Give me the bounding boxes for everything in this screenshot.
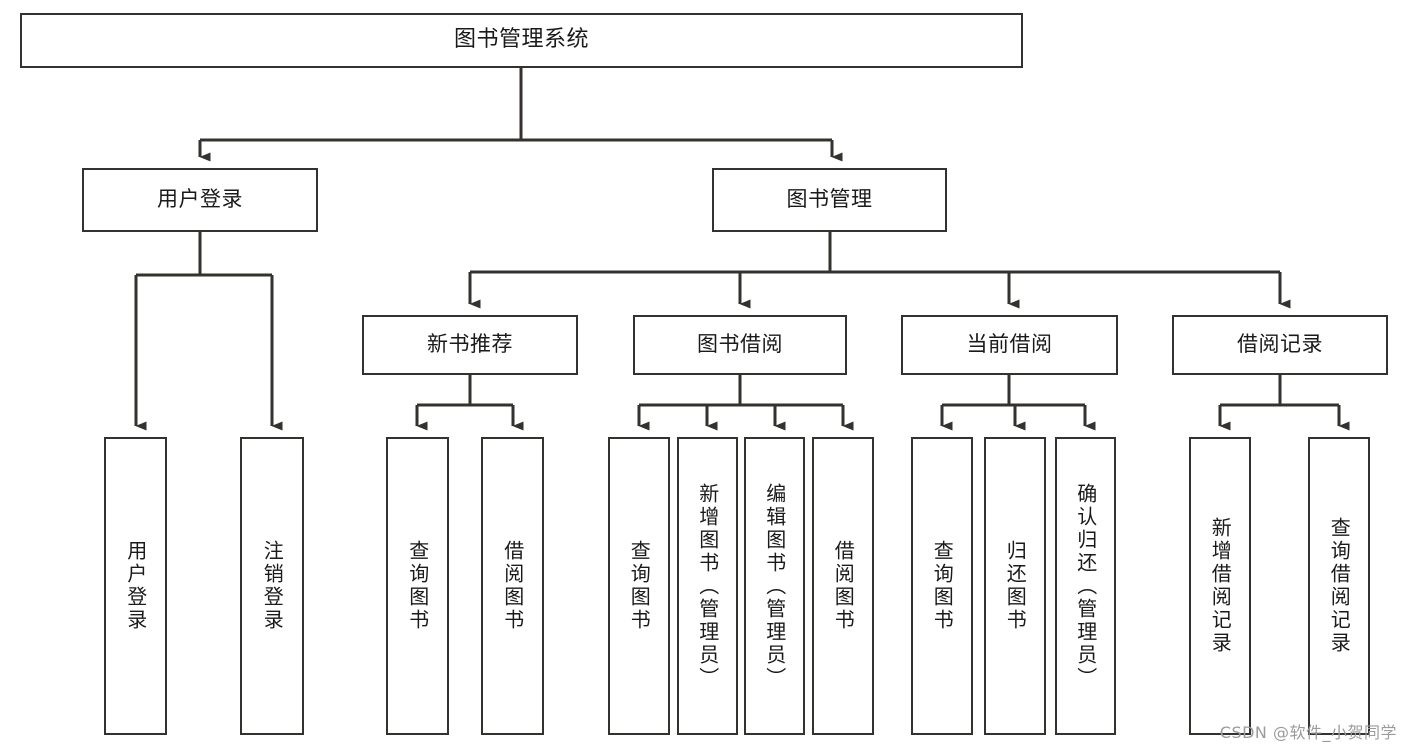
node-borrow-record-label: 借阅记录 [1237, 332, 1323, 357]
node-leaf-add-record[interactable]: 新增借阅记录 [1189, 437, 1251, 735]
node-leaf-query-record[interactable]: 查询借阅记录 [1308, 437, 1370, 735]
node-borrow-record[interactable]: 借阅记录 [1172, 315, 1388, 375]
node-leaf-add-record-label: 新增借阅记录 [1208, 517, 1233, 655]
node-leaf-query-record-label: 查询借阅记录 [1327, 517, 1352, 655]
node-new-book-recommend[interactable]: 新书推荐 [362, 315, 578, 375]
node-leaf-borrow-book-1-label: 借阅图书 [500, 540, 525, 632]
node-book-borrow-label: 图书借阅 [697, 332, 783, 357]
node-leaf-user-logout-label: 注销登录 [260, 540, 285, 632]
node-root[interactable]: 图书管理系统 [20, 13, 1023, 68]
node-book-borrow[interactable]: 图书借阅 [633, 315, 847, 375]
node-leaf-confirm-return-label: 确认归还（管理员） [1073, 482, 1098, 690]
node-book-manage[interactable]: 图书管理 [712, 168, 947, 232]
node-leaf-add-book-label: 新增图书（管理员） [695, 482, 720, 690]
node-leaf-user-login-label: 用户登录 [123, 540, 148, 632]
node-leaf-edit-book[interactable]: 编辑图书（管理员） [744, 437, 805, 735]
node-leaf-query-book-2-label: 查询图书 [627, 540, 652, 632]
node-leaf-user-login[interactable]: 用户登录 [104, 437, 167, 735]
node-current-borrow[interactable]: 当前借阅 [901, 315, 1118, 375]
node-leaf-return-book[interactable]: 归还图书 [984, 437, 1046, 735]
node-root-label: 图书管理系统 [453, 27, 589, 53]
node-book-manage-label: 图书管理 [786, 187, 873, 212]
node-leaf-edit-book-label: 编辑图书（管理员） [762, 482, 787, 690]
node-leaf-user-logout[interactable]: 注销登录 [240, 437, 304, 735]
node-leaf-borrow-book-2[interactable]: 借阅图书 [812, 437, 874, 735]
node-leaf-query-book-3[interactable]: 查询图书 [911, 437, 973, 735]
node-new-book-recommend-label: 新书推荐 [427, 332, 513, 357]
node-user-login[interactable]: 用户登录 [82, 168, 318, 232]
node-leaf-borrow-book-2-label: 借阅图书 [831, 540, 856, 632]
node-leaf-borrow-book-1[interactable]: 借阅图书 [481, 437, 544, 735]
node-leaf-query-book-3-label: 查询图书 [930, 540, 955, 632]
node-leaf-return-book-label: 归还图书 [1003, 540, 1028, 632]
watermark-text: CSDN @软件_小贺同学 [1219, 723, 1397, 742]
node-leaf-query-book-2[interactable]: 查询图书 [608, 437, 670, 735]
node-current-borrow-label: 当前借阅 [966, 332, 1053, 357]
node-leaf-add-book[interactable]: 新增图书（管理员） [677, 437, 738, 735]
node-leaf-query-book-1[interactable]: 查询图书 [386, 437, 449, 735]
node-user-login-label: 用户登录 [157, 187, 243, 212]
node-leaf-confirm-return[interactable]: 确认归还（管理员） [1055, 437, 1116, 735]
node-leaf-query-book-1-label: 查询图书 [405, 540, 430, 632]
